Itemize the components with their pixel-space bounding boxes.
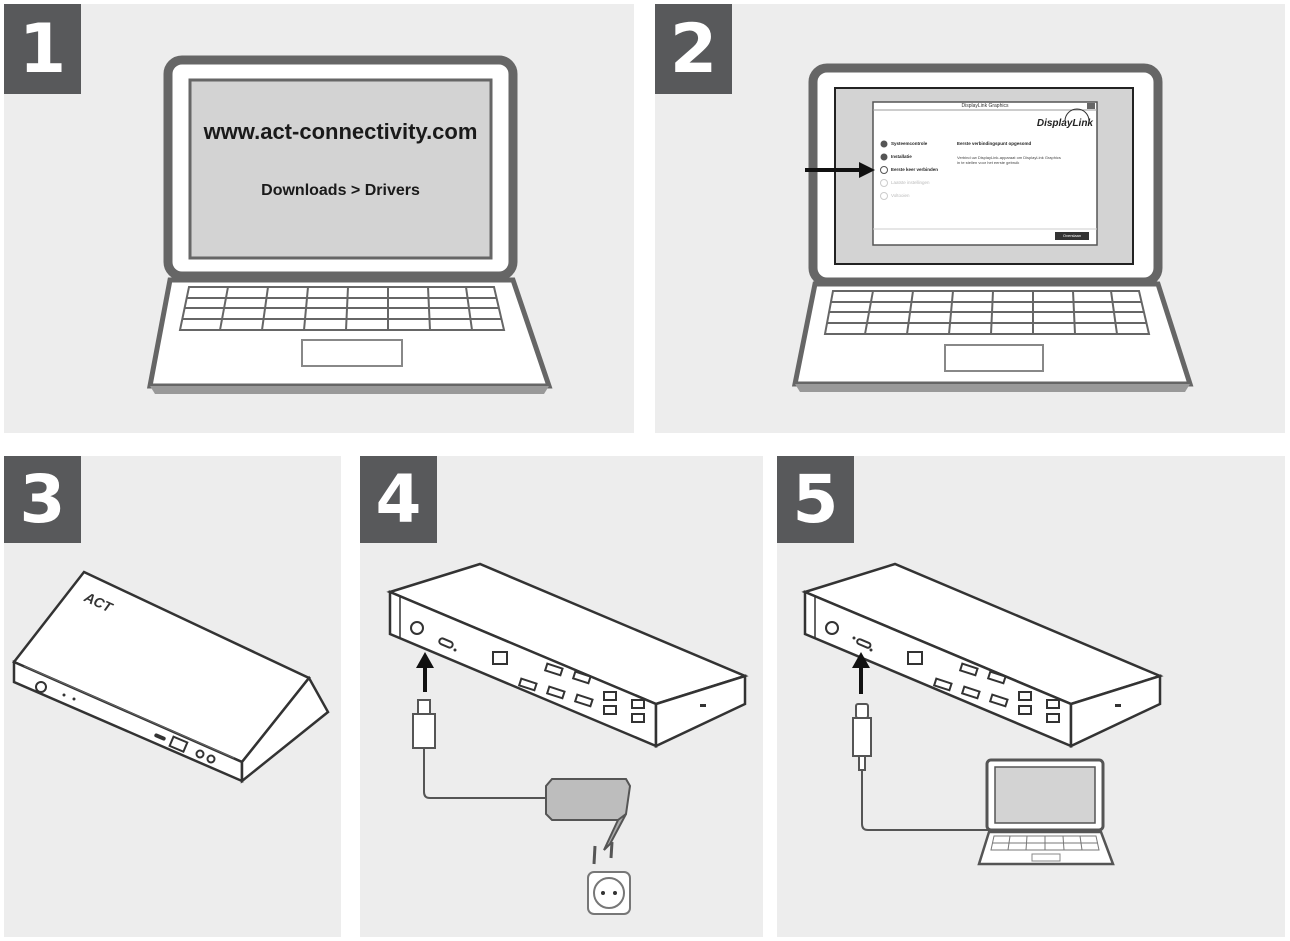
installer-title: DisplayLink Graphics: [961, 103, 1009, 109]
step-bullet-pending-icon: [880, 179, 888, 187]
laptop-screen: [994, 766, 1096, 824]
step-1-number: 1: [18, 9, 67, 89]
led-icon: [852, 636, 856, 640]
dock-side: [1069, 674, 1162, 748]
hdmi-ports: [517, 662, 594, 708]
usb-c-plug: [855, 703, 869, 719]
displaylink-logo: DisplayLink: [1036, 118, 1093, 129]
led-icon: [453, 648, 457, 652]
usb-a-ports: [603, 691, 645, 723]
step-4-panel: 4: [360, 456, 763, 937]
install-step-label: Systeemcontrole: [891, 141, 928, 146]
usb-c-port-icon: [154, 733, 166, 741]
arrow-head-icon: [852, 652, 870, 668]
step-2-badge: 2: [655, 4, 732, 94]
led-icon: [72, 697, 76, 701]
usb-c-plug-body: [852, 717, 872, 757]
step-bullet-pending-icon: [880, 192, 888, 200]
installer-window: [872, 101, 1098, 246]
step-2-number: 2: [669, 9, 718, 89]
usb-c-port-icon: [700, 704, 706, 707]
dock-side: [240, 675, 330, 784]
keyboard: [990, 835, 1100, 851]
dc-in-port-icon: [438, 637, 454, 649]
install-step-label: Installatie: [891, 154, 912, 159]
power-adapter: [545, 778, 632, 821]
install-step-label: Laatste instellingen: [891, 180, 930, 185]
led-icon: [869, 648, 873, 652]
trackpad: [301, 339, 403, 367]
step-4-badge: 4: [360, 456, 437, 543]
step-bullet-done-icon: [880, 140, 888, 148]
laptop-illustration: [791, 63, 1194, 392]
website-url: www.act-connectivity.com: [203, 119, 478, 144]
step-5-number: 5: [792, 461, 839, 538]
step-1-panel: 1 www.act-connectivity.com Downloads > D…: [4, 4, 634, 433]
dock-side: [654, 674, 747, 748]
keyboard: [178, 286, 506, 331]
hdmi-ports: [932, 662, 1009, 708]
arrow-head-icon: [859, 162, 875, 178]
usb-cable: [861, 770, 991, 831]
step-1-badge: 1: [4, 4, 81, 94]
window-close-icon: [1087, 103, 1095, 109]
led-icon: [62, 693, 66, 697]
power-button-icon: [825, 621, 839, 635]
audio-jack-icon: [195, 749, 205, 759]
laptop-connection-illustration: [801, 562, 1164, 866]
step-5-panel: 5: [777, 456, 1285, 937]
step-5-badge: 5: [777, 456, 854, 543]
skip-button: [1055, 232, 1089, 240]
docking-station-front: [12, 570, 330, 784]
dc-plug: [417, 699, 431, 715]
laptop-base: [977, 830, 1115, 866]
usb-c-port-icon: [856, 638, 872, 649]
usb-c-port-icon: [1115, 704, 1121, 707]
step-2-panel: 2: [655, 4, 1285, 433]
status-title: Eerste verbindingspunt opgesomd: [957, 141, 1032, 146]
power-button-icon: [35, 681, 47, 693]
install-step-label: Eerste keer verbinden: [891, 167, 939, 172]
audio-jack-icon: [206, 754, 216, 764]
laptop-illustration: [146, 55, 553, 394]
skip-button-label[interactable]: Overslaan: [1062, 233, 1082, 238]
step-bullet-done-icon: [880, 153, 888, 161]
ethernet-port-icon: [492, 651, 508, 665]
ethernet-port-icon: [907, 651, 923, 665]
step-bullet-current-icon: [880, 166, 888, 174]
step-3-badge: 3: [4, 456, 81, 543]
power-connection-illustration: [386, 562, 749, 915]
downloads-path: Downloads > Drivers: [261, 182, 420, 199]
step-3-panel: 3 ACT: [4, 456, 341, 937]
trackpad: [1031, 853, 1061, 862]
dc-plug-body: [412, 713, 436, 749]
status-line: Verbind uw DisplayLink-apparaat om Displ…: [957, 155, 1061, 160]
usb-a-port-icon: [168, 735, 189, 754]
install-step-label: Voltooien: [891, 193, 910, 198]
trackpad: [944, 344, 1044, 372]
keyboard: [823, 290, 1151, 335]
status-line: in te stellen voor het eerste gebruik: [957, 160, 1020, 165]
step-4-number: 4: [375, 461, 422, 538]
step-3-number: 3: [19, 461, 66, 538]
laptop-screen: [188, 78, 493, 260]
arrow-head-icon: [416, 652, 434, 668]
usb-a-ports: [1018, 691, 1060, 723]
power-cable: [423, 748, 557, 799]
power-button-icon: [410, 621, 424, 635]
